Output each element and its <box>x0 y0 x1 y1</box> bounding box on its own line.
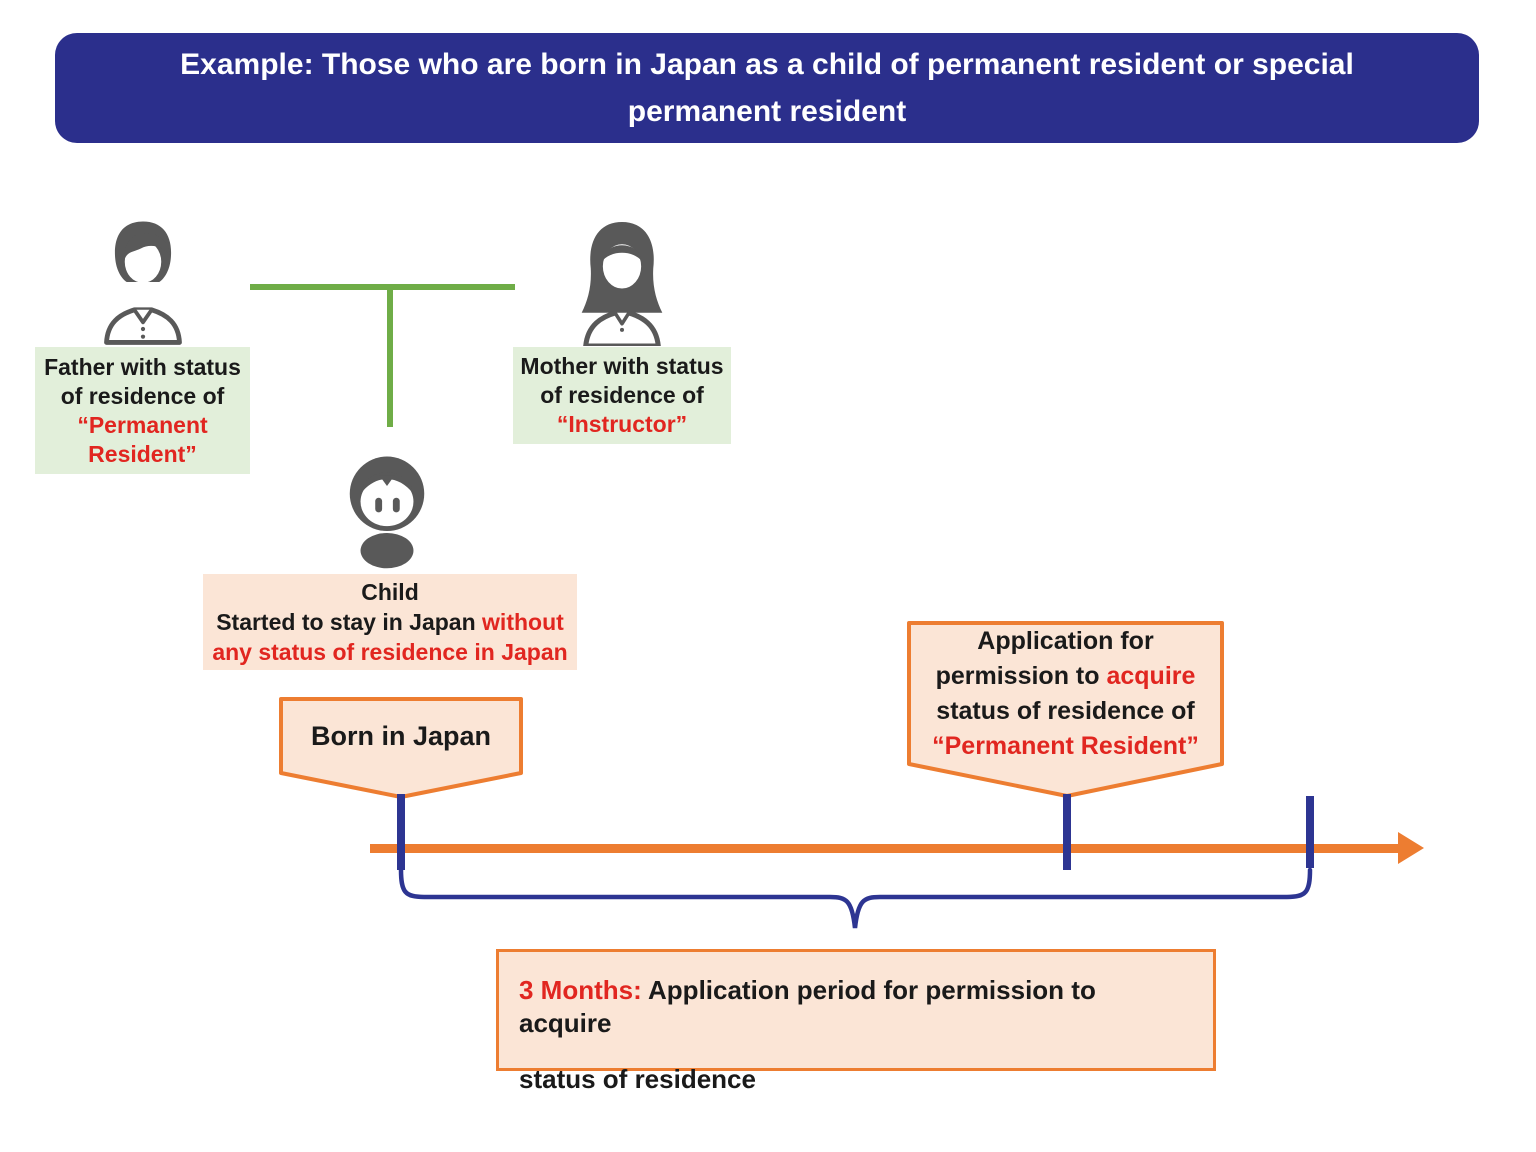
father-status-line1: “Permanent <box>77 411 208 438</box>
period-box: 3 Months: Application period for permiss… <box>496 949 1216 1094</box>
born-in-japan-callout: Born in Japan <box>278 696 524 800</box>
mother-status-line: “Instructor” <box>556 411 688 437</box>
period-line1-red: 3 Months: <box>519 975 642 1005</box>
timeline-arrowhead-icon <box>1398 832 1424 864</box>
application-line4: “Permanent Resident” <box>932 731 1199 760</box>
period-brace <box>398 867 1313 929</box>
child-label-line2-black: Started to stay in Japan <box>216 609 483 635</box>
application-line3: status of residence of <box>936 696 1195 725</box>
father-label-line1: Father with status <box>44 353 241 380</box>
application-line2-black: permission to <box>935 661 1107 690</box>
child-icon <box>349 456 425 569</box>
mother-label-line1: Mother with status <box>520 353 724 379</box>
born-callout-shape <box>279 697 523 799</box>
timeline-axis <box>370 844 1400 853</box>
child-label-line2-red: without <box>482 609 564 635</box>
timeline-tick-application <box>1063 794 1071 870</box>
child-label-line3: any status of residence in Japan <box>212 639 568 665</box>
child-label-box: Child Started to stay in Japan without a… <box>203 574 577 670</box>
child-label-title: Child <box>361 579 419 605</box>
period-line1: 3 Months: Application period for permiss… <box>519 974 1193 1040</box>
application-line2: permission to acquire <box>906 659 1225 694</box>
mother-label-line2: of residence of <box>540 382 704 408</box>
period-line2: status of residence <box>519 1064 756 1094</box>
father-status-line2: Resident” <box>88 440 197 467</box>
application-callout: Application for permission to acquire st… <box>906 620 1225 799</box>
father-label-box: Father with status of residence of “Perm… <box>35 347 250 474</box>
title-banner: Example: Those who are born in Japan as … <box>55 33 1479 143</box>
timeline-tick-deadline <box>1306 796 1314 868</box>
mother-label-box: Mother with status of residence of “Inst… <box>513 347 731 444</box>
application-line2-red: acquire <box>1106 661 1196 690</box>
page-title: Example: Those who are born in Japan as … <box>180 48 1354 128</box>
timeline-tick-born <box>397 794 405 870</box>
application-line1: Application for <box>977 626 1154 655</box>
mother-icon <box>581 222 663 346</box>
father-icon <box>104 221 182 345</box>
born-callout-text: Born in Japan <box>310 720 492 751</box>
family-connector-vertical <box>387 284 393 427</box>
application-callout-text: Application for permission to acquire st… <box>906 623 1225 764</box>
child-label-line2: Started to stay in Japan without <box>203 607 577 637</box>
family-connector-horizontal <box>250 284 515 290</box>
father-label-line2: of residence of <box>60 382 225 409</box>
period-line1-black: Application period for permission to acq… <box>519 975 1096 1038</box>
application-callout-shape <box>907 621 1224 798</box>
